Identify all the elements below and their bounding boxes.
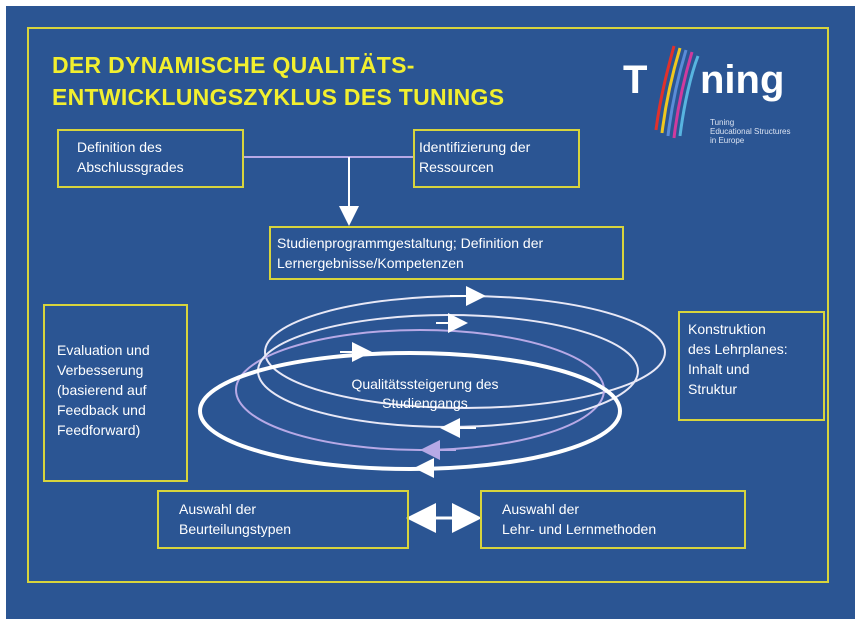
box-text-line: Verbesserung	[57, 362, 144, 378]
tuning-logo-swirl-icon	[654, 45, 700, 139]
cycle-ellipse-bold	[198, 351, 622, 471]
box-studienprogrammgestaltung: Studienprogrammgestaltung; Definition de…	[269, 226, 624, 280]
box-text-line: Definition des	[77, 139, 162, 155]
box-text-line: Feedback und	[57, 402, 146, 418]
box-text-line: Beurteilungstypen	[179, 521, 292, 537]
box-text-line: Auswahl der	[502, 501, 580, 517]
box-text-line: Inhalt und	[688, 361, 750, 377]
cycle-center-label: Qualitätssteigerung des Studiengangs	[320, 375, 530, 413]
box-text-line: des Lehrplanes:	[688, 341, 788, 357]
box-auswahl-beurteilungstypen: Auswahl der Beurteilungstypen	[157, 490, 409, 549]
box-text-line: Evaluation und	[57, 342, 150, 358]
box-text-line: Lehr- und Lernmethoden	[502, 521, 657, 537]
box-text-line: Struktur	[688, 381, 738, 397]
title-line-2: ENTWICKLUNGSZYKLUS DES TUNINGS	[52, 84, 505, 110]
cycle-label-line: Studiengangs	[382, 395, 468, 411]
box-definition-abschlussgrad: Definition des Abschlussgrades	[57, 129, 244, 188]
logo-word-ning: ning	[700, 58, 785, 102]
tuning-logo: T ning Tuning Educational Structures in …	[616, 38, 826, 158]
logo-tagline-line: Tuning	[710, 118, 735, 127]
box-text-line: Studienprogrammgestaltung; Definition de…	[277, 235, 544, 251]
box-text-line: Ressourcen	[419, 159, 494, 175]
page-title: DER DYNAMISCHE QUALITÄTS- ENTWICKLUNGSZY…	[52, 49, 504, 113]
box-text-line: Konstruktion	[688, 321, 766, 337]
title-line-1: DER DYNAMISCHE QUALITÄTS-	[52, 52, 415, 78]
logo-tagline-line: in Europe	[710, 136, 745, 145]
box-auswahl-lehrmethoden: Auswahl der Lehr- und Lernmethoden	[480, 490, 746, 549]
box-text-line: Abschlussgrades	[77, 159, 184, 175]
outer-frame	[27, 27, 829, 583]
box-text-line: Identifizierung der	[419, 139, 531, 155]
box-text-line: Auswahl der	[179, 501, 257, 517]
box-identifizierung-ressourcen: Identifizierung der Ressourcen	[413, 129, 580, 188]
box-text-line: Feedforward)	[57, 422, 141, 438]
box-evaluation-verbesserung: Evaluation und Verbesserung (basierend a…	[43, 304, 188, 482]
box-text-line: Lernergebnisse/Kompetenzen	[277, 255, 464, 271]
box-text-line: (basierend auf	[57, 382, 147, 398]
logo-letter-t: T	[623, 58, 648, 102]
logo-tagline: Tuning Educational Structures in Europe	[710, 118, 791, 145]
cycle-label-line: Qualitätssteigerung des	[351, 376, 499, 392]
box-konstruktion-lehrplan: Konstruktion des Lehrplanes: Inhalt und …	[678, 311, 825, 421]
logo-tagline-line: Educational Structures	[710, 127, 791, 136]
